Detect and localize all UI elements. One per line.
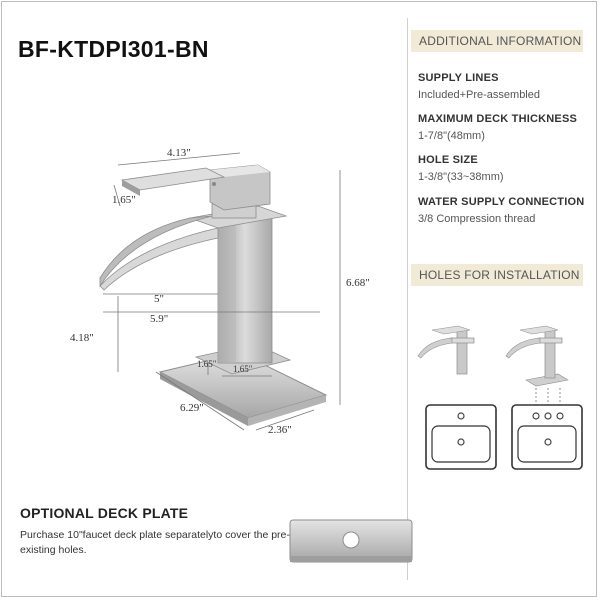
dim-plate-width: 2.36" [268,424,292,436]
spec-label-deck-thickness: MAXIMUM DECK THICKNESS [418,113,578,125]
spec-label-supply-lines: SUPPLY LINES [418,72,499,84]
spec-value-hole-size: 1-3/8"(33~38mm) [418,171,504,183]
dim-spout-height: 4.18" [70,332,94,344]
dim-spout-reach: 5" [154,293,164,305]
dim-handle-width: 4.13" [167,147,191,159]
three-hole-sink-icon [511,404,583,470]
single-hole-faucet-icon [417,325,475,375]
spec-value-deck-thickness: 1-7/8"(48mm) [418,130,485,142]
spec-label-hole-size: HOLE SIZE [418,154,478,166]
deck-plate-title: OPTIONAL DECK PLATE [20,505,189,521]
model-title: BF-KTDPI301-BN [18,36,209,62]
dimension-lines [103,152,341,431]
spec-value-water-connection: 3/8 Compression thread [418,213,536,225]
column-divider [407,18,408,580]
dim-total-height: 6.68" [346,277,370,289]
dim-base-b: 1.65" [233,364,253,374]
deck-plate-description: Purchase 10"faucet deck plate separately… [20,529,290,556]
dim-plate-length: 6.29" [180,402,204,414]
deck-plate-faucet-icon [505,325,569,408]
additional-info-header: ADDITIONAL INFORMATION [411,30,583,52]
spec-value-supply-lines: Included+Pre-assembled [418,89,540,101]
dim-handle-height: 1.65" [112,194,136,206]
holes-header: HOLES FOR INSTALLATION [411,264,583,286]
spec-label-water-connection: WATER SUPPLY CONNECTION [418,196,585,208]
dim-base-a: 1.65" [197,359,217,369]
deck-plate-image [289,519,413,563]
single-hole-sink-icon [425,404,497,470]
dim-spout-total: 5.9" [150,313,169,325]
faucet-body [99,164,328,426]
